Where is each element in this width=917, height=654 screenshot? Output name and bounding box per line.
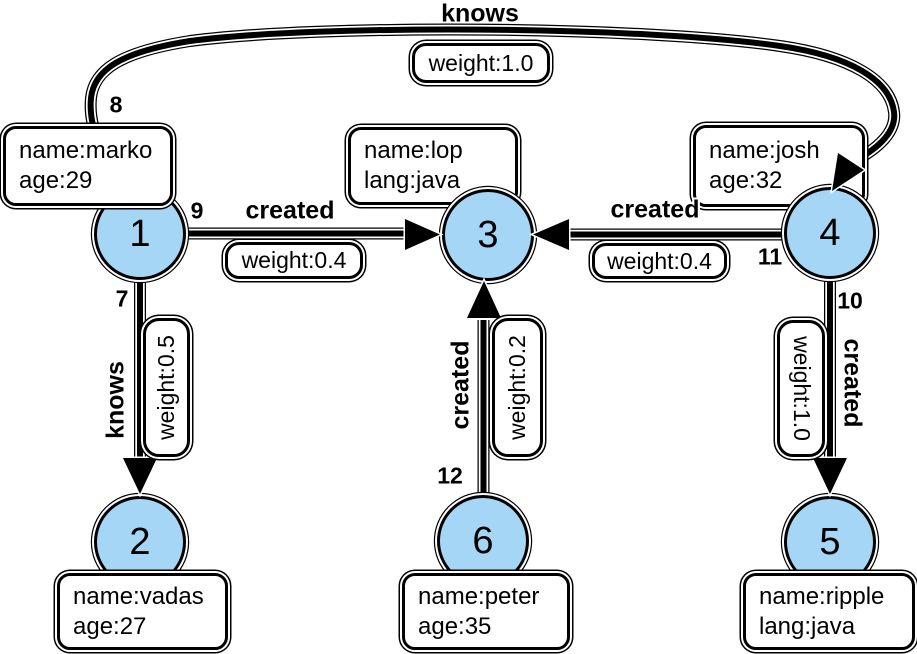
- property-line: name:lop: [364, 137, 463, 164]
- edge-label-created-6-3: created: [446, 340, 475, 430]
- weight-value: weight:0.5: [153, 335, 180, 440]
- weight-value: weight:0.4: [607, 247, 712, 274]
- weight-box-knows-1-2: weight:0.5: [143, 318, 190, 457]
- weight-value: weight:0.4: [241, 247, 347, 273]
- property-line: name:marko: [19, 137, 153, 164]
- property-line: name:peter: [418, 582, 540, 610]
- property-line: name:ripple: [759, 582, 885, 610]
- edge-id-10: 10: [837, 287, 863, 314]
- edge-label-created-4-5: created: [838, 338, 867, 428]
- property-line: name:vadas: [73, 582, 204, 610]
- edge-id-8: 8: [109, 91, 123, 118]
- vertex-3: 3: [442, 189, 534, 281]
- property-line: age:29: [19, 167, 93, 194]
- weight-value: weight:0.2: [504, 335, 531, 440]
- weight-box-created-4-5: weight:1.0: [777, 320, 825, 457]
- edge-label-created-1-3: created: [245, 196, 335, 225]
- property-line: age:35: [418, 612, 492, 640]
- property-box-vadas: name:vadas age:27: [57, 573, 228, 650]
- vertex-4: 4: [784, 187, 876, 279]
- weight-box-created-4-3: weight:0.4: [592, 243, 727, 279]
- property-box-ripple: name:ripple lang:java: [743, 573, 915, 650]
- edge-label-knows-1-2: knows: [101, 361, 130, 439]
- edge-id-11: 11: [757, 243, 783, 270]
- weight-box-created-1-3: weight:0.4: [225, 242, 363, 279]
- edge-label-created-4-3: created: [610, 195, 700, 224]
- property-box-marko: name:marko age:29: [3, 126, 173, 206]
- edge-id-9: 9: [190, 197, 204, 224]
- arrowhead-into-5: [810, 456, 850, 498]
- vertex-2: 2: [94, 496, 186, 588]
- property-line: age:27: [73, 612, 147, 640]
- edge-id-7: 7: [115, 285, 129, 312]
- arrowhead-into-2: [120, 456, 160, 498]
- arrowhead-into-3-from-6: [464, 277, 504, 320]
- property-line: name:josh: [709, 137, 820, 164]
- edge-id-12: 12: [437, 462, 463, 489]
- arrowhead-into-3-from-4: [529, 216, 571, 253]
- arrowhead-into-3-from-1: [403, 216, 444, 253]
- property-line: lang:java: [759, 612, 856, 640]
- edge-label-knows-1-4: knows: [441, 0, 519, 28]
- weight-value: weight:1.0: [428, 49, 534, 76]
- weight-box-created-6-3: weight:0.2: [492, 318, 543, 457]
- weight-box-knows-1-4: weight:1.0: [412, 43, 550, 83]
- weight-value: weight:1.0: [788, 336, 815, 441]
- property-box-peter: name:peter age:35: [402, 573, 570, 650]
